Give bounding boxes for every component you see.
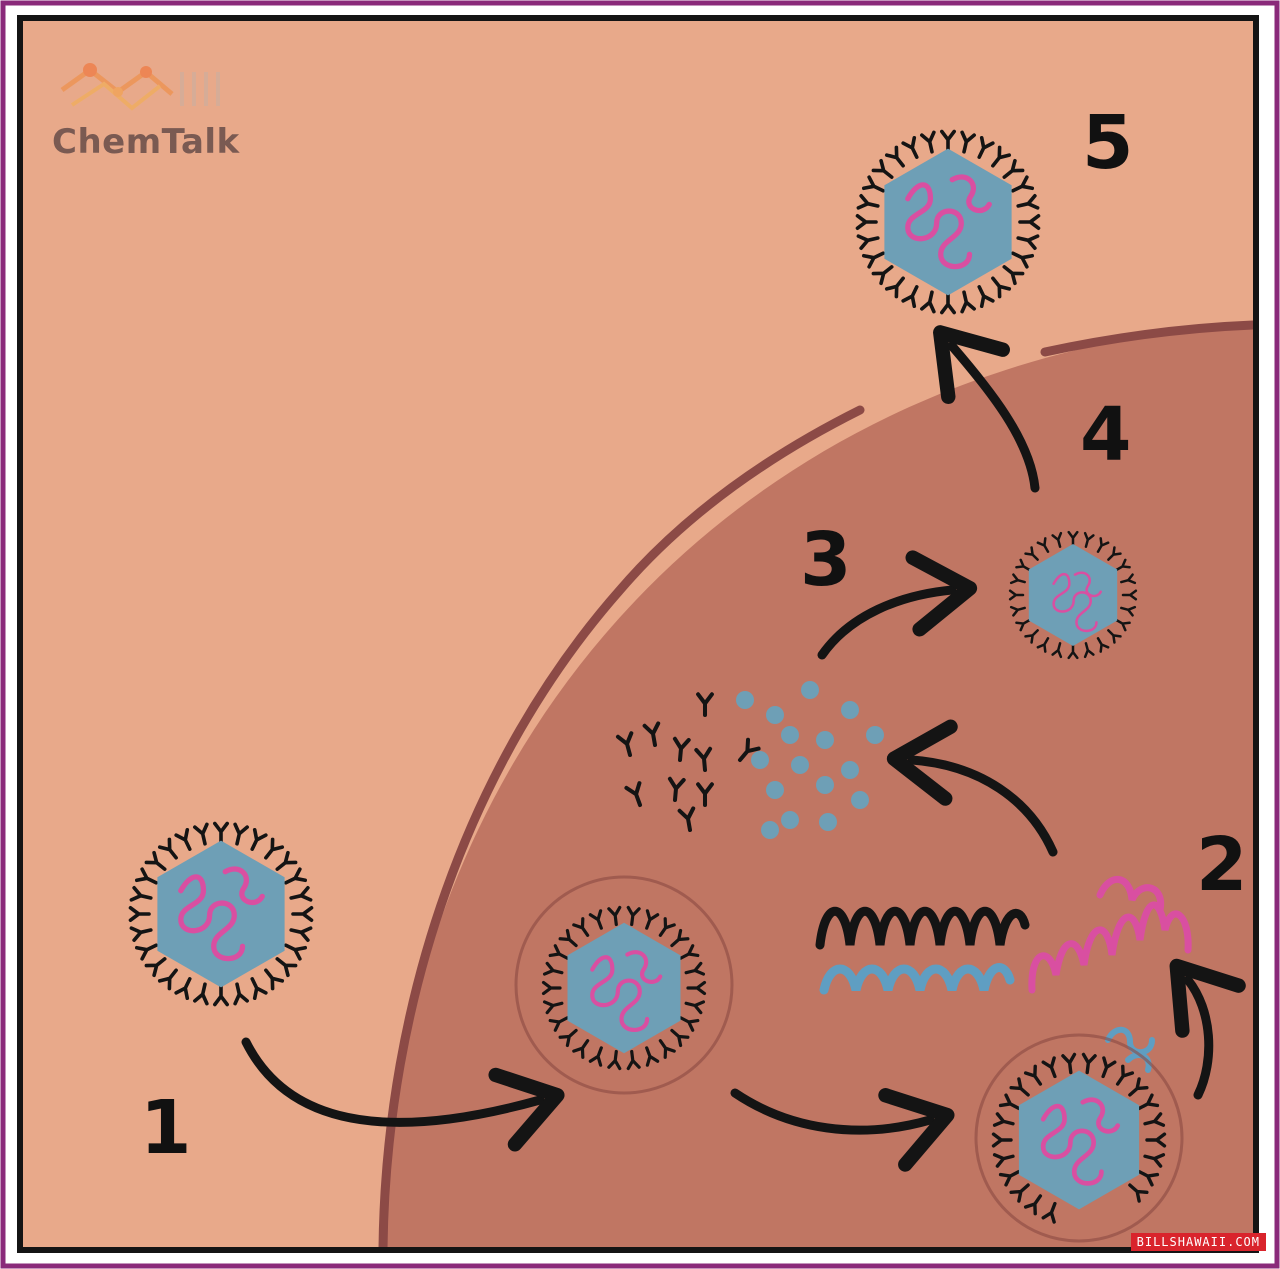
chemtalk-molecule-logo [60,63,220,111]
virus-particle-icon [1008,530,1138,660]
rna-strand-icon [1028,875,1192,994]
translated-proteins [618,681,884,839]
step-label-2: 2 [1196,822,1248,908]
curved-arrow-icon [241,1037,565,1152]
endosome-membrane [974,1033,1184,1243]
virus-particle-icon [855,129,1041,315]
virus-capsid [1018,1070,1140,1210]
curved-arrow-icon [933,325,1040,493]
arrows [241,325,1246,1172]
step-label-1: 1 [140,1085,192,1171]
rna-strand-icon [1052,571,1103,633]
inner-frame [17,15,1259,1253]
endosome-membrane [514,875,734,1095]
capsid-protein-icon [801,681,819,699]
capsid-protein-icon [841,761,859,779]
chemtalk-brand-name: ChemTalk [52,122,240,162]
capsid-protein-icon [766,781,784,799]
capsid-protein-icon [866,726,884,744]
capsid-protein-icon [751,751,769,769]
virus-particle-icon [128,821,314,1007]
curved-arrow-icon [886,719,1058,857]
rna-strand-icon [815,907,1030,950]
capsid-protein-icon [841,701,859,719]
curved-arrow-icon [817,550,978,660]
curved-arrow-icon [730,1088,955,1172]
virus-capsid [1028,544,1118,646]
rna-strand-icon [819,963,1015,995]
virus-particle-icon [541,905,707,1071]
capsid-protein-icon [819,813,837,831]
virus-capsid [567,922,681,1054]
cell-membrane-segment [1040,320,1258,357]
curved-arrow-icon [1169,958,1246,1100]
rna-strand-icon [1040,1097,1121,1186]
image-credit: BILLSHAWAII.COM [1130,1233,1266,1251]
rna-strand-icon [178,866,265,962]
capsid-protein-icon [781,811,799,829]
step-label-5: 5 [1082,100,1134,186]
capsid-protein-icon [766,706,784,724]
rna-strands [815,875,1192,995]
cell-membrane [378,405,865,1253]
capsid-protein-icon [816,731,834,749]
step-label-4: 4 [1080,392,1132,478]
step-label-3: 3 [800,517,852,603]
capsid-protein-icon [781,726,799,744]
capsid-protein-icon [791,756,809,774]
capsid-protein-icon [851,791,869,809]
rna-strand-icon [905,174,992,270]
virus-particle-icon [991,1026,1167,1224]
rna-strand-icon [590,950,663,1033]
capsid-protein-icon [736,691,754,709]
capsid-protein-icon [816,776,834,794]
capsid-protein-icon [761,821,779,839]
